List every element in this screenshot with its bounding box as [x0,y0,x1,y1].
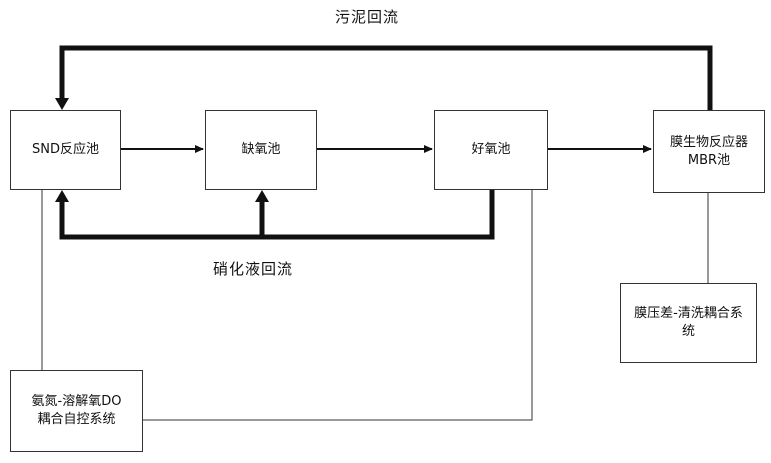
mbr-tank: 膜生物反应器 MBR池 [653,110,765,193]
nitrification-return-line [59,190,495,240]
membrane-pressure-cleaning-system: 膜压差-清洗耦合系 统 [620,283,757,363]
sludge-return-line [59,45,713,110]
anoxic-tank: 缺氧池 [205,110,317,190]
ammonia-do-control-system: 氨氮-溶解氧DO 耦合自控系统 [10,370,143,452]
nitrification-return-arrowhead-anoxic [255,190,269,202]
nitrification-return-arrowhead-snd [55,190,69,202]
aerobic-tank: 好氧池 [434,110,548,190]
nitrification-return-label: 硝化液回流 [213,260,294,278]
sludge-return-arrowhead [55,98,69,110]
snd-reactor-tank: SND反应池 [10,110,121,190]
control-link-aerobic [143,190,533,421]
sludge-return-label: 污泥回流 [335,8,400,26]
